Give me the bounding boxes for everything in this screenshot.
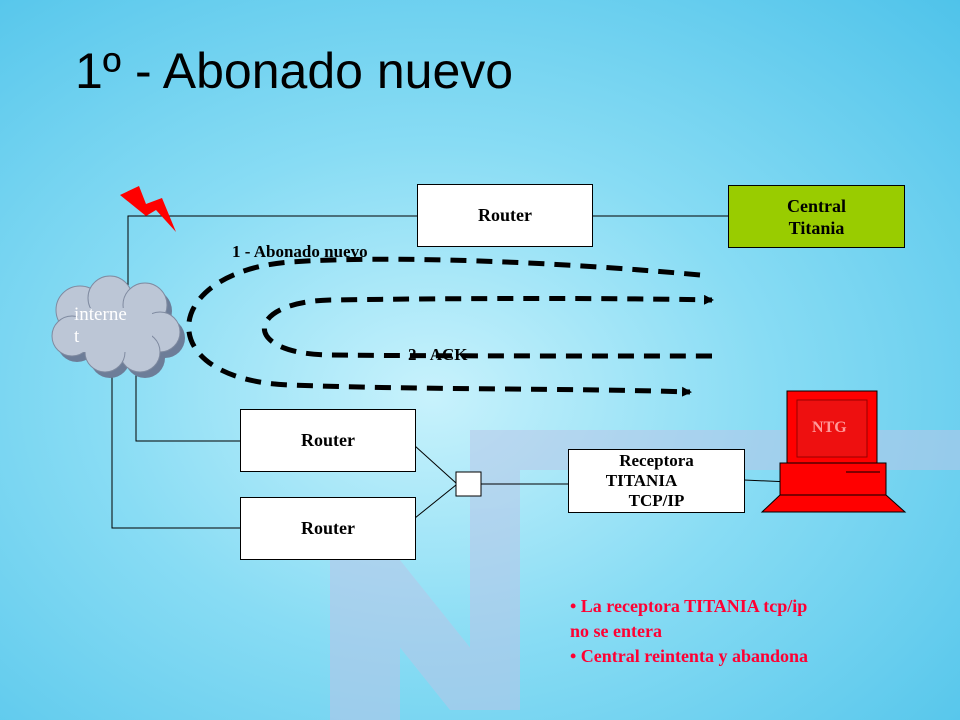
- arrow-label-abonado-nuevo: 1 - Abonado nuevo: [232, 242, 368, 261]
- internet-label: interne t: [74, 304, 127, 347]
- receptora-label-line3: TCP/IP: [628, 491, 685, 510]
- arrow-ack: [261, 294, 714, 359]
- page-title: 1º - Abonado nuevo: [75, 43, 514, 99]
- arrow-abonado-nuevo: [186, 256, 701, 397]
- receptora-label-line1: Receptora: [619, 451, 694, 470]
- router-bottom: Router: [240, 497, 416, 560]
- receptora-label-line2: TITANIA: [605, 471, 678, 490]
- central-label-line2: Titania: [788, 217, 845, 238]
- internet-cloud: [51, 275, 185, 378]
- router-mid: Router: [240, 409, 416, 472]
- lightning-icon: [120, 186, 176, 232]
- router-top-label: Router: [478, 205, 532, 225]
- note-line-1: • La receptora TITANIA tcp/ip: [570, 596, 808, 616]
- hub-box: [455, 471, 482, 497]
- note-line-2: no se entera: [570, 621, 662, 641]
- receptora-titania: Receptora TITANIA TCP/IP: [568, 449, 745, 513]
- router-top: Router: [417, 184, 593, 247]
- router-mid-label: Router: [301, 430, 355, 450]
- central-label-line1: Central: [787, 195, 846, 216]
- notes-list: • La receptora TITANIA tcp/ip no se ente…: [570, 594, 808, 669]
- central-titania: Central Titania: [728, 185, 905, 248]
- computer-icon: [760, 390, 907, 513]
- router-bottom-label: Router: [301, 518, 355, 538]
- ntg-label: NTG: [812, 419, 847, 436]
- arrow-label-ack: 2 - ACK: [408, 345, 468, 364]
- note-line-3: • Central reintenta y abandona: [570, 646, 808, 666]
- n-watermark: [330, 430, 960, 720]
